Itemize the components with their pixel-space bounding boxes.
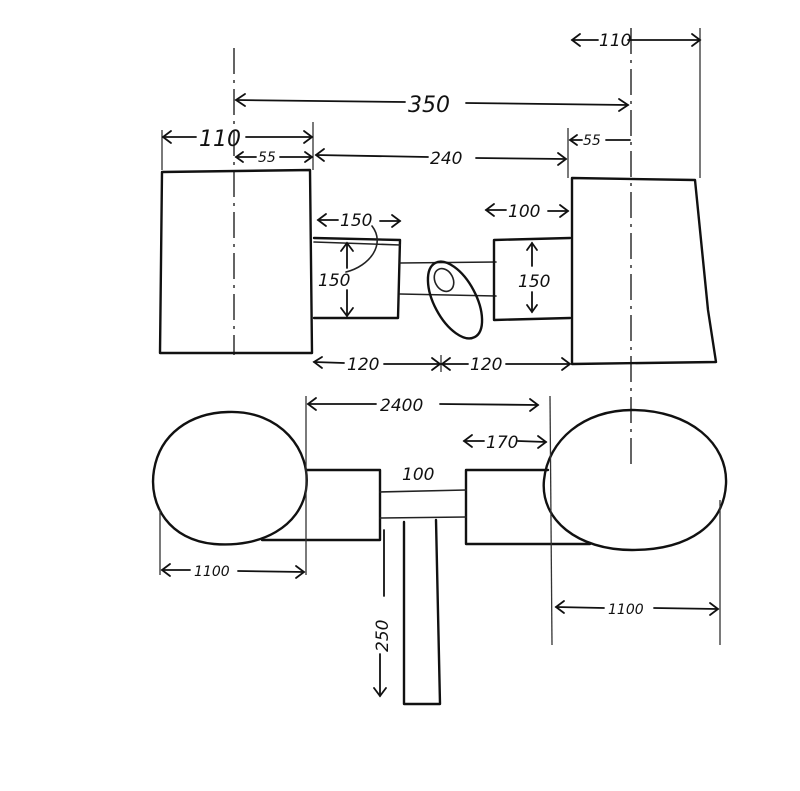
label-150-motor-height-left: 150 — [318, 271, 350, 291]
label-100-motor-length: 100 — [508, 202, 540, 222]
front-right-wheel — [542, 408, 728, 552]
dim-motor-height-right: 150 — [518, 241, 550, 314]
dim-motor-height-left: 150 — [318, 241, 354, 318]
label-110-top-left: 110 — [199, 127, 241, 152]
label-150-motor-length: 150 — [340, 211, 372, 231]
label-100-shaft: 100 — [402, 465, 434, 485]
label-150-motor-height-right: 150 — [518, 272, 550, 292]
front-right-motor — [464, 468, 592, 546]
top-right-motor — [492, 236, 572, 322]
dim-wheel-width-top-left: 110 — [161, 127, 314, 152]
dim-front-motor-right: 170 — [462, 433, 548, 453]
label-1100-right: 1100 — [608, 602, 644, 618]
dim-half-wheel-left: 55 — [234, 150, 314, 166]
dim-track-overall: 350 — [234, 93, 630, 118]
front-shaft-upper — [379, 489, 467, 493]
dim-wheel-dia-left: 1100 — [160, 563, 306, 580]
dim-front-span: 2400 — [306, 396, 540, 416]
dim-inner-span: 240 — [314, 148, 568, 169]
label-120-right: 120 — [470, 355, 502, 375]
ext-front-right-wheel-left — [549, 395, 553, 646]
top-right-wheel — [570, 176, 718, 366]
label-170: 170 — [486, 433, 518, 453]
label-120-left: 120 — [347, 355, 379, 375]
label-240: 240 — [430, 149, 462, 169]
front-left-wheel — [151, 410, 308, 546]
top-left-motor-line — [313, 241, 401, 246]
caster-hub — [433, 267, 455, 293]
label-55-right: 55 — [583, 133, 601, 149]
top-left-wheel — [158, 168, 314, 355]
annotation-loop — [345, 225, 378, 273]
dim-motor-length-left: 150 — [316, 211, 402, 231]
dim-wheel-dia-right: 1100 — [554, 600, 720, 618]
label-1100-left: 1100 — [194, 564, 230, 580]
dim-half-wheel-right: 55 — [568, 133, 631, 149]
top-left-motor — [312, 236, 402, 320]
top-shaft-lower — [399, 293, 497, 297]
dim-wheel-width-top-right: 110 — [570, 31, 702, 51]
label-2400: 2400 — [380, 396, 423, 416]
caster-wheel — [426, 260, 484, 340]
label-110-top-right: 110 — [599, 31, 631, 51]
label-350: 350 — [408, 93, 450, 118]
label-55-left: 55 — [258, 150, 276, 166]
dim-motor-length-right: 100 — [484, 202, 570, 222]
front-left-motor — [260, 468, 382, 542]
dim-gaps: 120 120 — [312, 355, 572, 375]
dim-post-length: 250 — [373, 529, 393, 698]
label-250: 250 — [373, 620, 393, 652]
front-post — [402, 518, 442, 706]
front-shaft-lower — [379, 516, 467, 519]
